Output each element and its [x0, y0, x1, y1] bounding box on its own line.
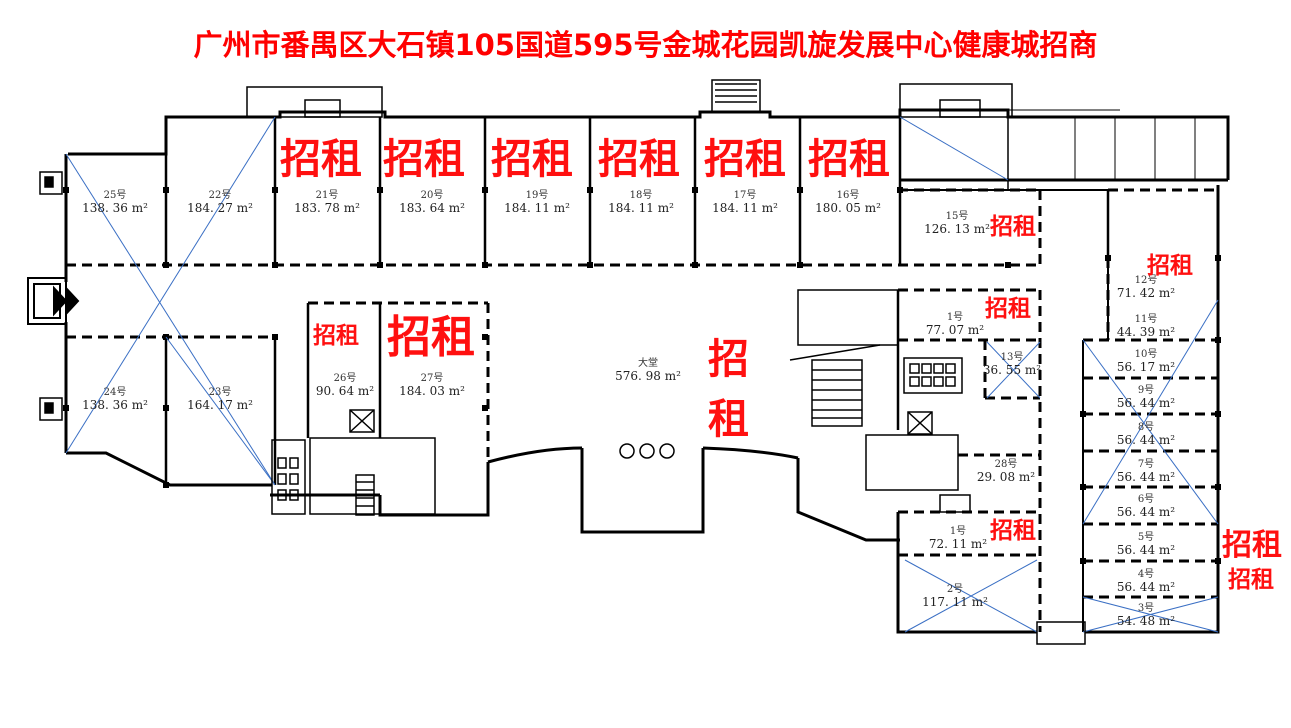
unit-area-u21: 183. 78 m²	[294, 201, 360, 215]
rent-label: 招租	[383, 135, 465, 183]
unit-area-u1a: 77. 07 m²	[926, 323, 984, 337]
rent-label-char-1: 招	[708, 335, 749, 383]
unit-area-u25: 138. 36 m²	[82, 201, 148, 215]
rent-label: 招租	[491, 135, 573, 183]
top-stair-towers	[246, 79, 1120, 118]
unit-area-u6: 56. 44 m²	[1117, 505, 1175, 519]
unit-number-u18: 18号	[630, 189, 653, 201]
rent-label: 招租	[313, 322, 359, 349]
unit-area-u16: 180. 05 m²	[815, 201, 881, 215]
unit-number-u13: 13号	[1001, 351, 1024, 363]
rent-label-char-2: 租	[708, 395, 749, 443]
unit-number-u23: 23号	[209, 386, 232, 398]
unit-number-u3: 3号	[1138, 602, 1154, 614]
unit-area-u7: 56. 44 m²	[1117, 470, 1175, 484]
unit-area-u22: 184. 27 m²	[187, 201, 253, 215]
unit-area-u15: 126. 13 m²	[924, 222, 990, 236]
unit-number-hall: 大堂	[638, 356, 658, 369]
rent-label: 招租	[808, 135, 890, 183]
unit-number-u20: 20号	[421, 189, 444, 201]
unit-number-u26: 26号	[334, 372, 357, 384]
unit-area-u18: 184. 11 m²	[608, 201, 674, 215]
unit-number-u19: 19号	[526, 189, 549, 201]
unit-number-u27: 27号	[421, 372, 444, 384]
unit-area-u24: 138. 36 m²	[82, 398, 148, 412]
unit-area-u19: 184. 11 m²	[504, 201, 570, 215]
rent-label: 招租	[1222, 528, 1282, 563]
unit-area-u5: 56. 44 m²	[1117, 543, 1175, 557]
unit-area-u20: 183. 64 m²	[399, 201, 465, 215]
unit-number-u8: 8号	[1138, 421, 1154, 433]
unit-number-u2: 2号	[947, 583, 963, 595]
unit-area-u13: 36. 55 m²	[983, 363, 1041, 377]
rent-label: 招租	[990, 213, 1036, 240]
service-rooms	[271, 289, 1086, 645]
unit-number-u6: 6号	[1138, 493, 1154, 505]
rent-overlays: 招租 招租 招租 招租 招租 招租 招租 招租 招租 招租 招租 招 租 招租 …	[280, 135, 1282, 593]
unit-number-u10: 10号	[1135, 348, 1158, 360]
unit-area-u10: 56. 17 m²	[1117, 360, 1175, 374]
unit-area-u26: 90. 64 m²	[316, 384, 374, 398]
unit-number-u15: 15号	[946, 210, 969, 222]
unit-number-u12: 12号	[1135, 274, 1158, 286]
unit-number-u25: 25号	[104, 189, 127, 201]
unit-area-u8: 56. 44 m²	[1117, 433, 1175, 447]
unit-area-u9: 56. 44 m²	[1117, 396, 1175, 410]
rent-label: 招租	[985, 295, 1031, 322]
unit-area-u11: 44. 39 m²	[1117, 325, 1175, 339]
left-entrance	[27, 277, 80, 325]
unit-area-u17: 184. 11 m²	[712, 201, 778, 215]
unit-area-u1b: 72. 11 m²	[929, 537, 987, 551]
unit-area-hall: 576. 98 m²	[615, 369, 681, 383]
unit-number-u4: 4号	[1138, 568, 1154, 580]
unit-number-u28: 28号	[995, 458, 1018, 470]
unit-dividers	[164, 117, 1228, 485]
unit-number-u22: 22号	[209, 189, 232, 201]
unit-area-u23: 164. 17 m²	[187, 398, 253, 412]
blue-crosses	[65, 116, 1219, 633]
page-title: 广州市番禺区大石镇105国道595号金城花园凯旋发展中心健康城招商	[193, 28, 1098, 62]
unit-number-u1a: 1号	[947, 311, 963, 323]
unit-number-u16: 16号	[837, 189, 860, 201]
unit-number-u5: 5号	[1138, 531, 1154, 543]
rent-label: 招租	[990, 517, 1036, 544]
unit-area-u4: 56. 44 m²	[1117, 580, 1175, 594]
unit-area-u12: 71. 42 m²	[1117, 286, 1175, 300]
unit-number-u7: 7号	[1138, 458, 1154, 470]
unit-area-u2: 117. 11 m²	[922, 595, 988, 609]
unit-area-u3: 54. 48 m²	[1117, 614, 1175, 628]
outer-walls	[64, 108, 1230, 634]
unit-number-u1b: 1号	[950, 525, 966, 537]
unit-number-u21: 21号	[316, 189, 339, 201]
rent-label: 招租	[280, 135, 362, 183]
rent-label: 招租	[598, 135, 680, 183]
left-toilets	[39, 171, 63, 421]
rent-label: 招租	[387, 312, 475, 363]
unit-number-u17: 17号	[734, 189, 757, 201]
rent-label: 招租	[704, 135, 786, 183]
rent-label: 招租	[1228, 566, 1274, 593]
rent-label: 招租	[1147, 252, 1193, 279]
unit-number-u24: 24号	[104, 386, 127, 398]
unit-area-u28: 29. 08 m²	[977, 470, 1035, 484]
unit-number-u11: 11号	[1135, 313, 1158, 325]
unit-area-u27: 184. 03 m²	[399, 384, 465, 398]
unit-number-u9: 9号	[1138, 384, 1154, 396]
